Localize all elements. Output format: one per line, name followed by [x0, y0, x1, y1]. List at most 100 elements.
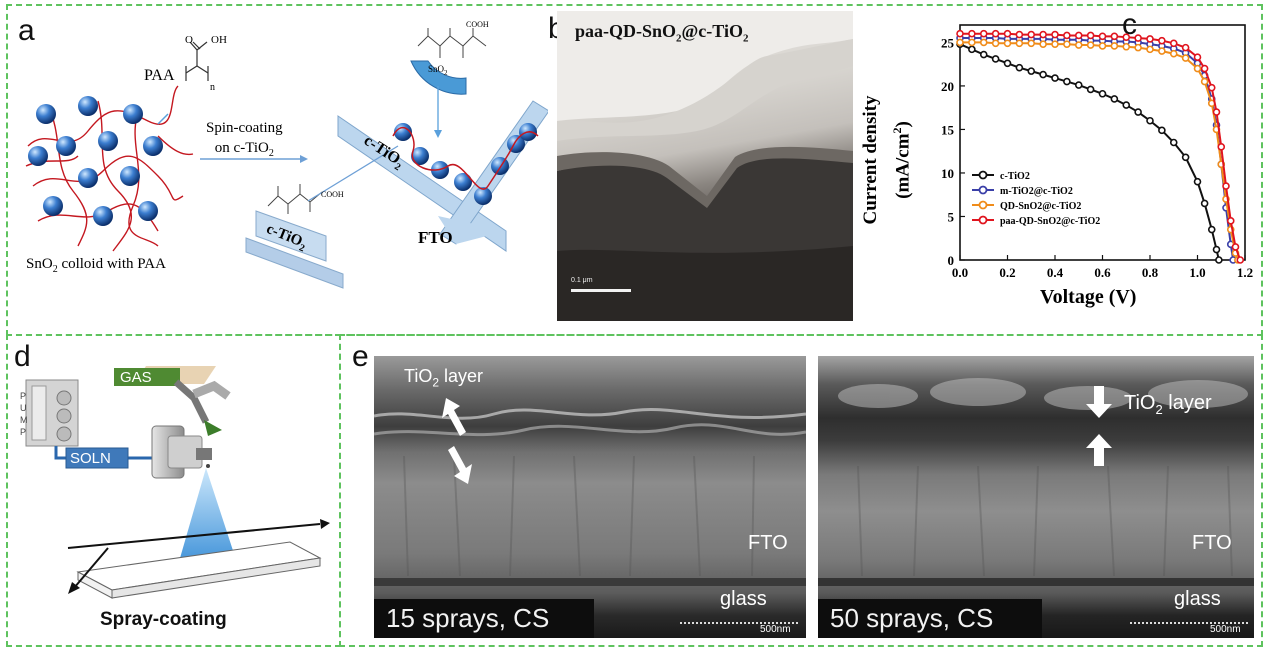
ylabel-unit-post: )	[892, 121, 914, 128]
colloid-caption: SnO2 colloid with PAA	[26, 256, 166, 275]
x-tick-label: 1.0	[1189, 265, 1205, 280]
data-point	[1027, 30, 1036, 39]
ylabel-unit-sup: 2	[890, 127, 904, 134]
y-tick-label: 15	[941, 122, 955, 137]
sem-50-scale-label: 500nm	[1210, 624, 1241, 635]
data-point	[991, 55, 1000, 63]
data-point	[1200, 199, 1209, 208]
legend-label: c-TiO2	[1000, 171, 1030, 182]
y-tick-label: 25	[941, 35, 955, 50]
data-point	[1074, 31, 1083, 40]
sem-15-arrows	[442, 398, 472, 484]
sem-15-texture	[374, 408, 806, 586]
legend-marker	[978, 215, 988, 225]
panel-e-letter: e	[352, 340, 369, 373]
data-point	[1015, 63, 1024, 72]
data-point	[1212, 245, 1221, 254]
data-point	[1122, 33, 1131, 41]
sem-15-fto-label: FTO	[748, 532, 788, 554]
x-tick-label: 0.4	[1047, 265, 1064, 280]
data-point	[1215, 256, 1223, 264]
data-point	[979, 38, 988, 47]
spin-coating-line2: on c-TiO2	[206, 138, 283, 164]
y-tick-label: 10	[941, 166, 954, 181]
data-point	[1134, 43, 1142, 52]
sem-15-layer-label: TiO2 layer	[404, 366, 483, 390]
spin-coating-label: Spin-coating on c-TiO2	[206, 118, 283, 164]
data-point	[1207, 225, 1216, 234]
data-point	[1027, 39, 1036, 48]
x-tick-label: 0.0	[952, 265, 968, 280]
data-point	[1086, 41, 1095, 49]
data-point	[1003, 29, 1012, 38]
series-line	[960, 41, 1239, 261]
data-point	[956, 38, 964, 47]
data-point	[1086, 85, 1095, 94]
data-point	[1063, 40, 1071, 48]
sno2-nanoparticles	[28, 96, 163, 226]
x-tick-label: 1.2	[1237, 265, 1253, 280]
chart-xlabel: Voltage (V)	[1040, 286, 1137, 308]
y-tick-label: 5	[948, 209, 955, 224]
tem-scale-bar	[571, 289, 631, 292]
sem-50-layer-post: layer	[1162, 392, 1212, 414]
data-point	[1122, 101, 1131, 109]
data-point	[1158, 47, 1166, 55]
data-point	[1003, 59, 1012, 68]
series-line	[959, 43, 1220, 261]
data-point	[1217, 143, 1226, 151]
data-point	[968, 45, 976, 54]
pump-label: PUMP	[20, 391, 28, 437]
data-point	[1193, 177, 1202, 186]
tem-title: paa-QD-SnO2@c-TiO2	[575, 21, 748, 45]
spin-line2-text: on c-TiO	[214, 140, 269, 156]
data-point	[1098, 89, 1107, 98]
data-point	[1110, 32, 1119, 41]
data-point	[1146, 35, 1154, 43]
chart-ylabel-line1: Current density	[860, 95, 881, 225]
data-point	[1098, 42, 1107, 50]
data-point	[1193, 53, 1202, 62]
colloid-caption-post: colloid with PAA	[57, 256, 166, 272]
tem-title-sub2: 2	[742, 32, 749, 45]
x-tick-label: 0.2	[999, 265, 1015, 280]
gas-label: GAS	[120, 369, 152, 386]
data-point	[1063, 31, 1071, 40]
sem-15-layer-pre: TiO	[404, 366, 433, 386]
spin-line2-sub: 2	[268, 148, 274, 159]
data-point	[1169, 138, 1178, 147]
data-point	[1110, 95, 1119, 103]
data-point	[1086, 31, 1095, 40]
data-point	[1039, 40, 1047, 48]
x-tick-label: 0.6	[1094, 265, 1111, 280]
data-point	[1039, 70, 1047, 79]
legend-label: QD-SnO2@c-TiO2	[1000, 201, 1081, 212]
paa-o-label: O	[185, 34, 193, 46]
data-point	[1193, 64, 1202, 73]
panel-e-frame	[339, 334, 1263, 647]
tem-scale-label: 0.1 μm	[571, 277, 593, 284]
data-point	[1039, 30, 1047, 39]
sno2-tag-text: SnO	[428, 64, 445, 74]
sem-image-50-sprays: TiO2 layer FTO glass 50 sprays, CS 500nm	[818, 356, 1254, 638]
panel-a-letter: a	[18, 14, 35, 47]
data-point	[1236, 256, 1245, 264]
paa-structure	[185, 41, 209, 81]
data-point	[1015, 30, 1024, 39]
data-point	[1181, 54, 1190, 62]
data-point	[1063, 77, 1071, 86]
sem-50-layer-pre: TiO	[1124, 392, 1156, 414]
sem-50-caption: 50 sprays, CS	[818, 599, 1042, 638]
data-point	[1226, 217, 1235, 225]
data-point	[1074, 41, 1083, 49]
data-point	[1158, 126, 1166, 135]
data-point	[1134, 34, 1142, 42]
data-point	[1200, 77, 1209, 86]
data-point	[1222, 182, 1230, 190]
sem-15-layer-sub: 2	[432, 375, 440, 390]
data-point	[1181, 153, 1190, 162]
legend-label: paa-QD-SnO2@c-TiO2	[1000, 216, 1100, 227]
data-point	[1003, 39, 1012, 48]
tem-title-mid: @c-TiO	[681, 21, 743, 41]
ylabel-unit-pre: (mA/cm	[892, 133, 914, 199]
